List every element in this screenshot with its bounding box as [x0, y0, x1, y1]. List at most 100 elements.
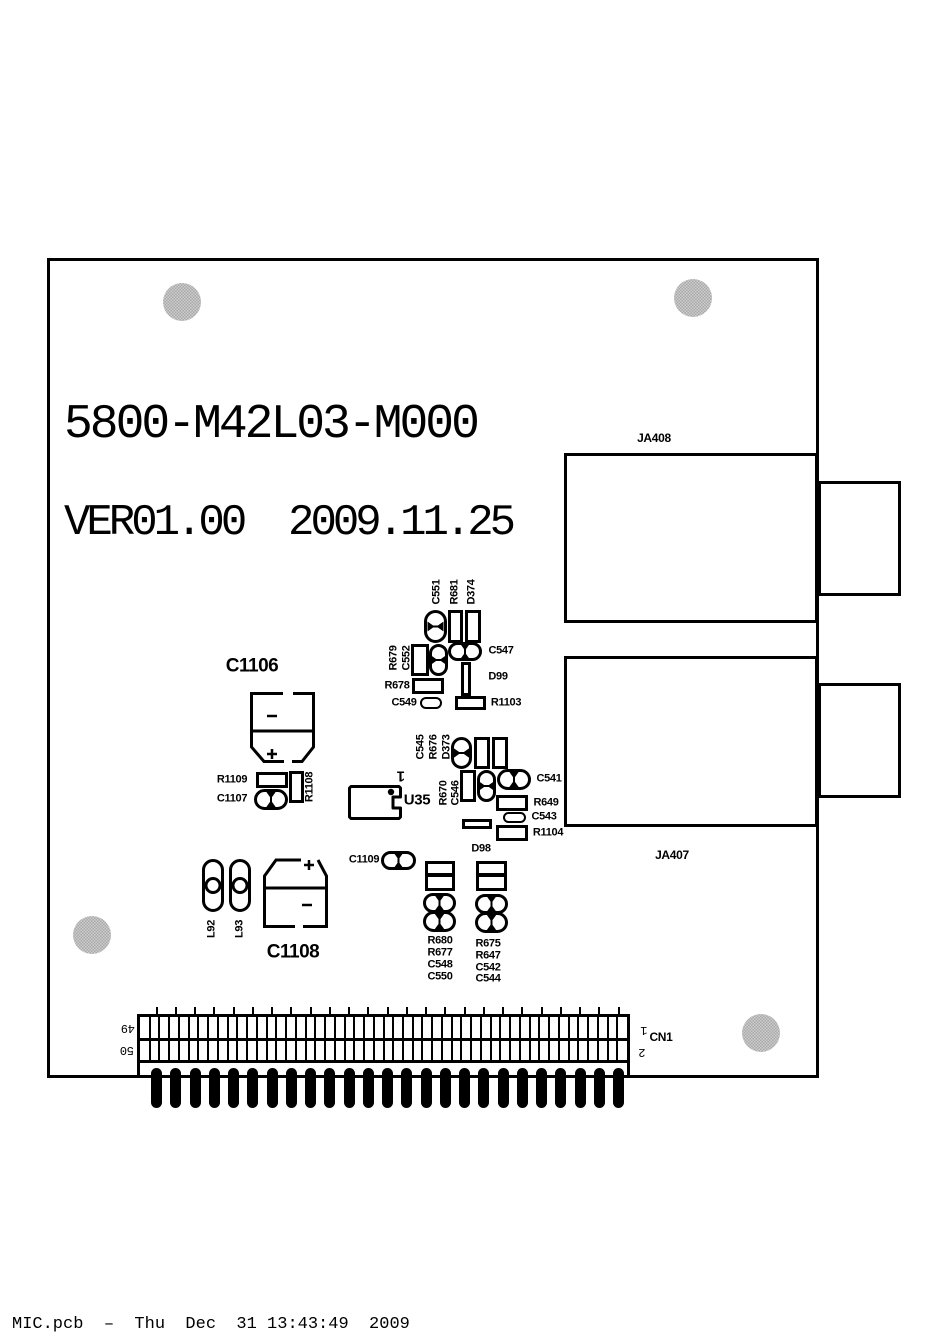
mounting-hole	[674, 279, 712, 317]
cn1-grid-line	[606, 1017, 609, 1060]
cn1-grid-line	[246, 1017, 249, 1060]
connector-label: CN1	[649, 1030, 673, 1044]
cn1-grid-line	[499, 1017, 502, 1060]
cn1-grid-line	[460, 1017, 463, 1060]
diode-D374	[465, 610, 481, 643]
cn1-pin	[305, 1068, 316, 1108]
cn1-grid-line	[450, 1017, 453, 1060]
connector-label: JA407	[655, 848, 689, 862]
cn1-pin	[208, 1068, 220, 1108]
cn1-pin	[439, 1068, 451, 1108]
refdes-label: C546	[449, 780, 462, 806]
refdes-label: D373	[440, 734, 453, 760]
refdes-label: R675	[475, 937, 501, 950]
cn1-grid-line	[255, 1017, 258, 1060]
connector-ja408-body	[564, 453, 818, 623]
refdes-label: C1107	[216, 792, 248, 805]
cn1-grid-line	[557, 1017, 560, 1060]
refdes-label: D374	[465, 579, 478, 605]
refdes-label: R670	[437, 780, 450, 806]
cn1-grid-line	[333, 1017, 336, 1060]
refdes-label: C549	[391, 696, 417, 709]
cn1-grid-line	[518, 1017, 521, 1060]
cn1-pin-stub	[405, 1007, 408, 1014]
cn1-pin-stub	[174, 1007, 177, 1014]
pin-number-label: 2	[638, 1045, 646, 1059]
cn1-pin-stub	[540, 1007, 543, 1014]
cn1-grid-line	[363, 1017, 366, 1060]
cap-C547	[448, 642, 482, 661]
cn1-pin-stub	[482, 1007, 485, 1014]
cn1-grid-line	[509, 1017, 512, 1060]
connector-ja408-tab	[818, 481, 901, 596]
refdes-label: R681	[448, 579, 461, 605]
mounting-hole	[163, 283, 201, 321]
refdes-label: D99	[488, 670, 508, 683]
cap-C1106	[250, 692, 315, 763]
cn1-pin-stub	[559, 1007, 562, 1014]
cap-C550	[423, 911, 456, 932]
cn1-grid-line	[587, 1017, 590, 1060]
ic-U35	[348, 785, 402, 820]
refdes-label: C541	[536, 772, 562, 785]
res-R649	[496, 795, 528, 811]
refdes-label: C545	[414, 734, 427, 760]
cn1-grid-line	[567, 1017, 570, 1060]
cn1-pin-stub	[444, 1007, 447, 1014]
cap-C1107	[254, 789, 288, 810]
cn1-pin	[459, 1068, 470, 1108]
refdes-label: R1108	[303, 771, 316, 803]
refdes-label: C543	[531, 810, 557, 823]
refdes-label: C548	[427, 958, 453, 971]
cn1-pin	[497, 1068, 509, 1108]
connector-label: JA408	[637, 431, 671, 445]
cn1-grid-line	[226, 1017, 229, 1060]
cn1-pin	[189, 1068, 201, 1108]
cn1-pin-stub	[251, 1007, 254, 1014]
cn1-pin	[613, 1068, 624, 1108]
cn1-pin	[555, 1068, 567, 1108]
pin-number-label: 49	[121, 1021, 135, 1035]
cn1-grid-line	[216, 1017, 219, 1060]
connector-ja407-tab	[818, 683, 901, 798]
cn1-grid-line	[616, 1017, 619, 1060]
refdes-label: R678	[384, 679, 410, 692]
cn1-pin	[247, 1068, 259, 1108]
cn1-grid-line	[197, 1017, 200, 1060]
cn1-grid-line	[275, 1017, 278, 1060]
refdes-label: C1106	[225, 655, 279, 677]
cn1-pin-stub	[463, 1007, 466, 1014]
cn1-grid-line	[392, 1017, 395, 1060]
coil-L93	[229, 859, 251, 912]
cn1-grid-line	[470, 1017, 473, 1060]
refdes-label: L92	[205, 919, 218, 939]
res-R678	[412, 678, 444, 694]
cn1-pin	[382, 1068, 393, 1108]
cap-C548	[423, 893, 456, 913]
cn1-pin	[151, 1068, 162, 1108]
cn1-pin	[420, 1068, 432, 1108]
res-R676	[474, 737, 490, 769]
cap-C552	[429, 644, 448, 676]
cn1-pin-stub	[425, 1007, 427, 1014]
cap-C1109	[381, 851, 416, 870]
refdes-label: R1109	[216, 773, 248, 786]
cn1-pin	[324, 1068, 336, 1108]
refdes-label: C547	[488, 644, 514, 657]
cap-C545	[451, 737, 472, 769]
refdes-label: R1104	[532, 826, 564, 839]
cap-C549	[420, 697, 442, 709]
refdes-label: 1	[396, 767, 406, 785]
refdes-label: R647	[475, 949, 501, 962]
cn1-grid-line	[285, 1017, 288, 1060]
cn1-grid-line	[440, 1017, 443, 1060]
refdes-label: R676	[427, 734, 440, 760]
cn1-grid-line	[236, 1017, 239, 1060]
refdes-label: U35	[403, 791, 431, 809]
cn1-grid-line	[421, 1017, 424, 1060]
cn1-pin-stub	[155, 1007, 158, 1014]
cn1-pin-stub	[290, 1007, 293, 1014]
cn1-pin	[516, 1068, 528, 1108]
cn1-grid-line	[294, 1017, 297, 1060]
